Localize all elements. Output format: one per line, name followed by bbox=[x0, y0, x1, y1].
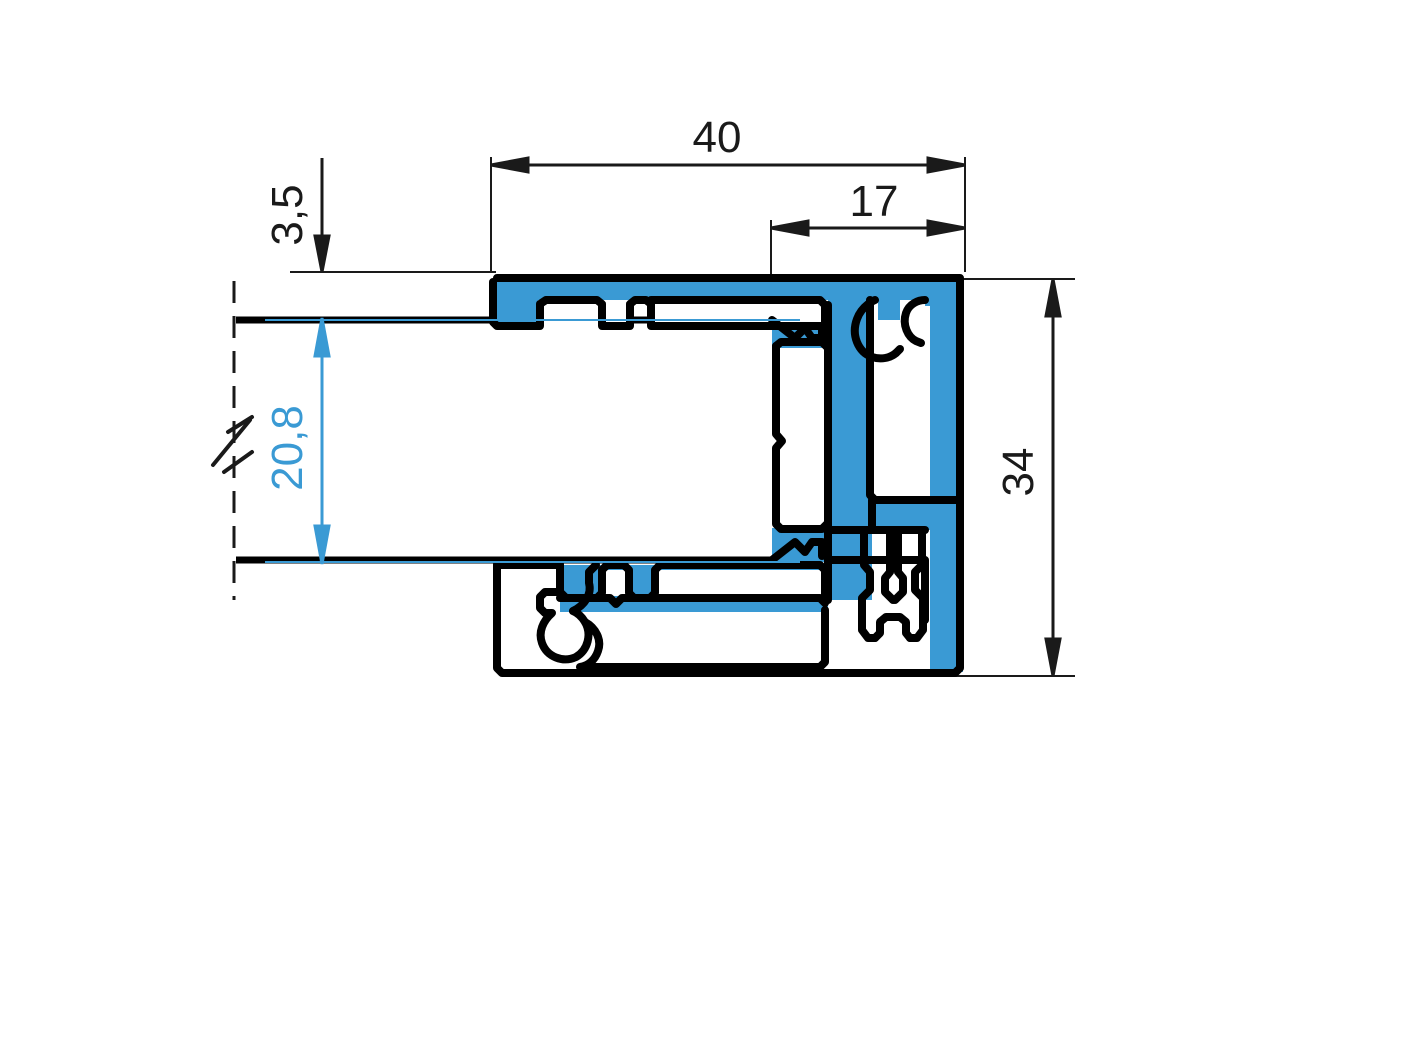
screw-port-base-tabs bbox=[871, 613, 914, 642]
top-flange-lower-profile bbox=[489, 278, 828, 330]
base-hook-stem bbox=[585, 561, 600, 582]
break-tick-upper bbox=[226, 415, 254, 434]
break-slash-lower bbox=[211, 418, 252, 467]
break-tick-lower bbox=[222, 450, 254, 474]
dim-arrow-34-bottom bbox=[1044, 637, 1062, 677]
dim-arrow-17-left bbox=[770, 219, 810, 237]
base-inner-rib bbox=[556, 594, 829, 608]
dim-label-17: 17 bbox=[850, 177, 899, 226]
top-cavity-wide bbox=[651, 301, 821, 326]
bottom-groove-cavity-2 bbox=[604, 570, 629, 596]
lower-rail-fill bbox=[828, 496, 963, 530]
screw-port-right-wall bbox=[906, 526, 927, 642]
profile-body-fill bbox=[493, 278, 963, 672]
gasket-hook-upper-outer bbox=[900, 296, 929, 347]
dimension-lines-blue bbox=[265, 317, 800, 565]
dim-label-34: 34 bbox=[994, 448, 1043, 497]
dim-label-35: 3,5 bbox=[263, 184, 312, 245]
dim-arrow-208-top bbox=[313, 317, 331, 358]
right-outer-wall-outline bbox=[926, 278, 964, 677]
base-cavity-bottom-edge bbox=[584, 606, 829, 671]
dim-arrow-40-right bbox=[926, 156, 966, 174]
screw-port-inner-rib-left bbox=[881, 526, 897, 604]
glass-seat-zigzag-lower bbox=[768, 538, 826, 564]
dimension-lines-black bbox=[313, 156, 1062, 677]
bottom-rail-cavity bbox=[655, 570, 825, 598]
dim-arrow-34-top bbox=[1044, 278, 1062, 318]
dim-arrow-17-right bbox=[926, 219, 966, 237]
screw-port-inner-rib-right bbox=[891, 526, 907, 604]
profile-outline-group bbox=[489, 274, 964, 677]
glass-seat-zigzag-upper bbox=[768, 316, 826, 342]
glass-pocket-left-wall bbox=[772, 342, 831, 533]
top-flange-fill bbox=[493, 278, 963, 325]
dim-arrow-40-left bbox=[490, 156, 530, 174]
gasket-hook-tip bbox=[892, 345, 904, 357]
dim-arrow-208-bottom bbox=[313, 524, 331, 565]
dim-label-40: 40 bbox=[693, 113, 742, 162]
base-outer-outline bbox=[493, 561, 934, 677]
base-hook-neck bbox=[569, 574, 594, 615]
dim-arrow-35 bbox=[313, 234, 331, 273]
dim-label-208: 20,8 bbox=[263, 405, 312, 491]
glass-rebate-pocket bbox=[778, 348, 826, 526]
groove-cavity-1 bbox=[543, 301, 600, 327]
break-symbol-icon bbox=[211, 415, 254, 474]
right-outer-wall-fill bbox=[930, 300, 963, 672]
screw-port-left-wall bbox=[858, 526, 879, 642]
profile-cavities bbox=[543, 301, 826, 598]
